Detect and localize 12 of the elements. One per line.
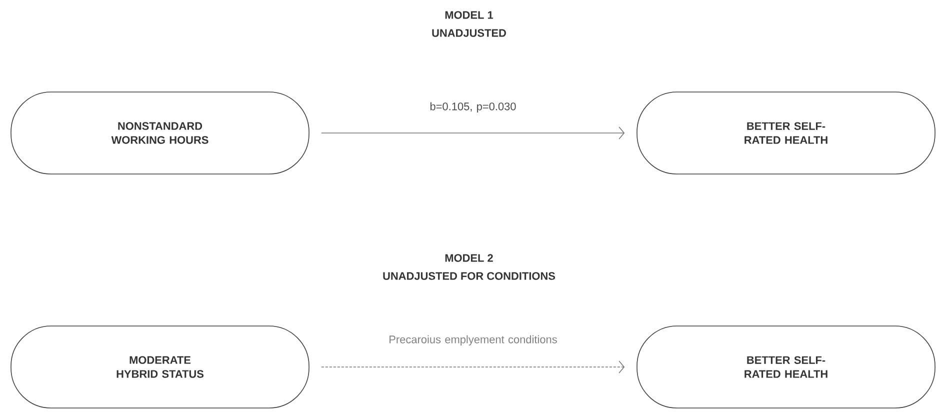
arrow bbox=[321, 360, 625, 374]
process-box: BETTER SELF-RATED HEALTH bbox=[636, 326, 936, 408]
process-box: BETTER SELF-RATED HEALTH bbox=[636, 92, 936, 174]
process-box: NONSTANDARD WORKING HOURS bbox=[10, 92, 310, 174]
arrow bbox=[321, 126, 625, 140]
edge-label: b=0.105, p=0.030 bbox=[430, 102, 516, 112]
heading: MODEL 2 bbox=[445, 254, 493, 262]
process-box: MODERATE HYBRID STATUS bbox=[10, 326, 310, 408]
heading: UNADJUSTED FOR CONDITIONS bbox=[383, 272, 555, 280]
heading: UNADJUSTED bbox=[432, 29, 506, 37]
edge-label: Precaroius emplyement conditions bbox=[390, 335, 557, 346]
heading: MODEL 1 bbox=[445, 11, 494, 19]
